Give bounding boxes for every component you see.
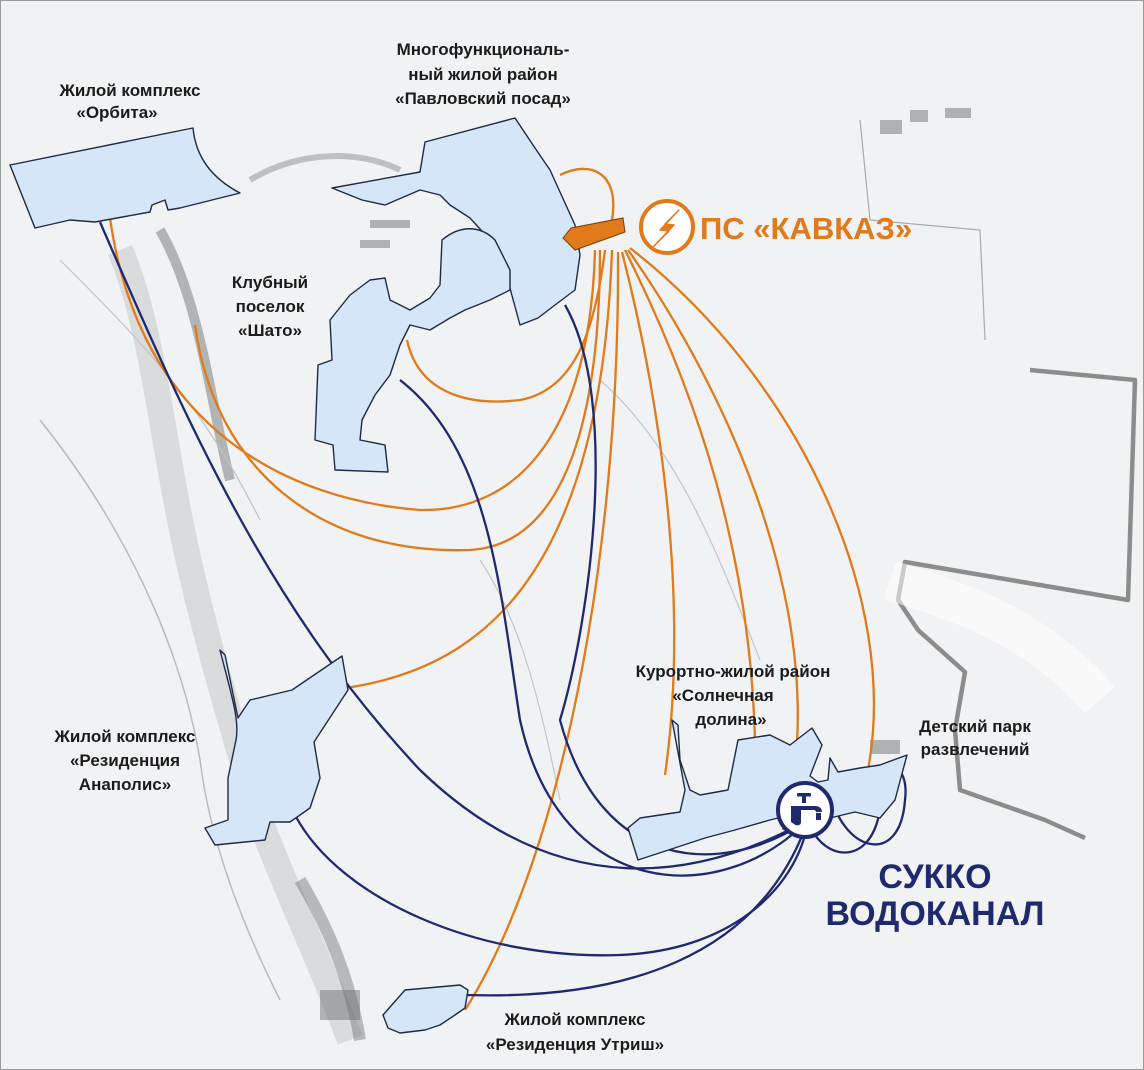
label-pavlovsky-line1: Многофункциональ- [397,40,570,59]
zones [9,117,908,1034]
zone-pavlovsky [331,117,581,326]
basemap-settlement-strip [155,227,235,482]
water-line-utrish [464,819,810,997]
water-faucet-icon [791,793,822,826]
power-line-anapolis [344,249,614,690]
lightning-bolt-icon [651,209,680,249]
building [945,108,971,118]
label-pavlovsky-line2: ный жилой район [408,65,558,84]
label-park-line1: Детский парк [919,717,1031,736]
labels: Жилой комплекс «Орбита» Многофункциональ… [53,40,1044,1054]
label-shato-line2: поселок [236,297,305,316]
substation-building-icon [562,217,626,251]
power-line-solnechnaya-1 [620,251,676,776]
substation-label: ПС «КАВКАЗ» [700,211,912,246]
building [370,220,410,228]
faucet-handle [797,793,811,797]
power-line-pavlovsky [559,167,615,221]
vodokanal-label-line1: СУККО [878,858,991,896]
vodokanal-marker[interactable] [776,781,834,839]
building [910,110,928,122]
building [870,740,900,754]
district-boundary [895,367,1138,841]
faucet-spout [816,813,821,820]
label-orbita-line1: Жилой комплекс [58,81,200,100]
label-shato-line1: Клубный [232,273,308,292]
label-anapolis-line2: «Резиденция [70,751,180,770]
power-line-park [629,247,876,771]
basemap-road-north [248,153,402,183]
label-solnechnaya-line3: долина» [695,710,766,729]
vodokanal-label-line2: ВОДОКАНАЛ [825,895,1044,933]
label-pavlovsky-line3: «Павловский посад» [395,89,571,108]
basemap-valley [108,244,363,1045]
building [360,240,390,248]
power-line-shato [405,249,607,403]
zone-orbita [9,127,241,229]
basemap-field-grid [859,119,986,341]
building [320,990,360,1020]
faucet-body [791,806,822,826]
zone-utrish [382,984,469,1034]
label-anapolis-line3: Анаполис» [79,775,171,794]
zone-anapolis [204,649,349,846]
building [880,120,902,134]
label-solnechnaya-line1: Курортно-жилой район [636,662,831,681]
zone-solnechnaya [627,719,908,861]
water-line-pavlovsky [558,304,809,856]
basemap-contour-1 [39,419,281,1001]
label-solnechnaya-line2: «Солнечная [672,686,773,705]
label-park-line2: развлечений [921,740,1030,759]
basemap-water-haze [883,561,1116,714]
substation-marker[interactable] [562,199,695,255]
label-anapolis-line1: Жилой комплекс [53,727,195,746]
power-line-shato-west [193,249,602,552]
label-utrish-line1: Жилой комплекс [503,1010,645,1029]
basemap-buildings [320,108,971,1020]
label-utrish-line2: «Резиденция Утриш» [486,1035,664,1054]
label-orbita-line2: «Орбита» [76,103,157,122]
power-line-solnechnaya-2 [623,249,757,791]
basemap-contour-4 [479,559,561,801]
water-line-shato [399,379,809,877]
power-line-utrish [464,251,620,1011]
zone-shato [314,228,511,473]
water-line-anapolis [293,814,810,957]
label-shato-line3: «Шато» [238,321,302,340]
power-line-orbita [108,217,597,512]
water-line-orbita [98,221,809,870]
faucet-stem [802,796,806,803]
